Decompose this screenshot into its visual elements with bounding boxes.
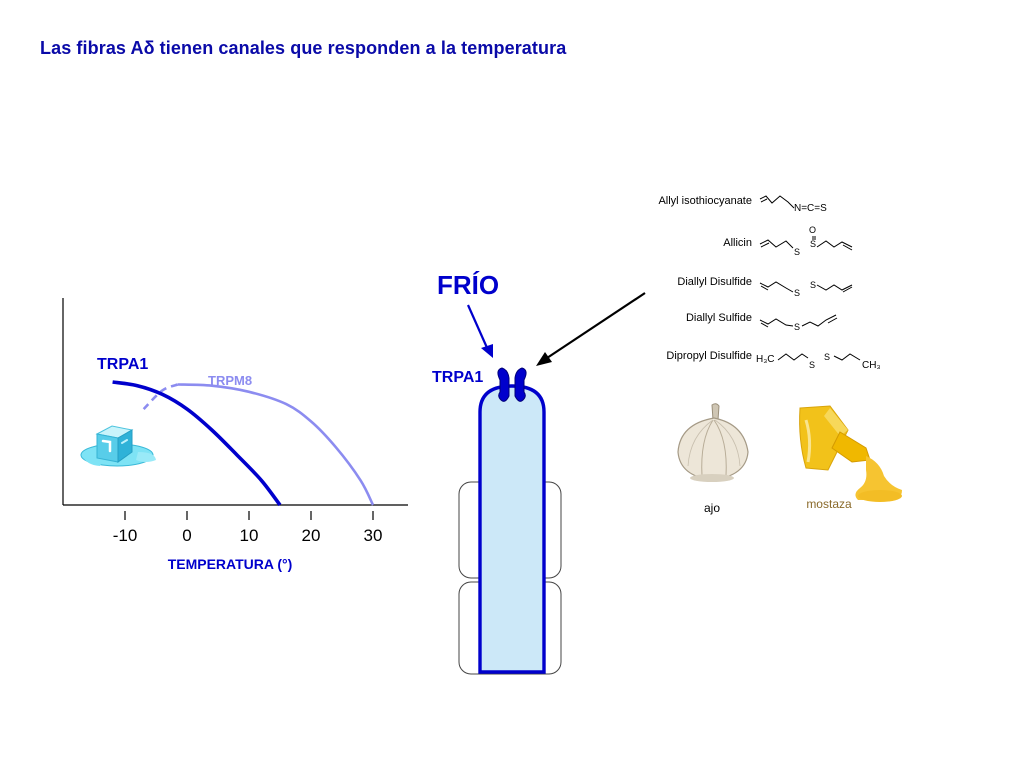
trpa1-series-label: TRPA1	[97, 356, 148, 373]
chemical-name: Diallyl Disulfide	[677, 276, 752, 288]
ice-cube-icon	[80, 425, 156, 467]
mustard-image	[799, 405, 902, 502]
structure-atom-o: O	[809, 225, 816, 235]
structure-diallyl-disulfide	[759, 281, 853, 293]
cold-arrow	[466, 304, 490, 351]
trpm8-curve	[177, 383, 375, 506]
chemical-arrow	[546, 292, 646, 359]
mustard-label: mostaza	[806, 497, 852, 511]
structure-diallyl-sulfide	[759, 314, 838, 328]
nerve-fiber: TRPA1 FRÍO	[432, 270, 646, 675]
structure-allyl-isothiocyanate	[759, 195, 795, 209]
cold-label: FRÍO	[437, 270, 499, 300]
structure-atom-s: S	[810, 239, 816, 249]
trpm8-series-label: TRPM8	[208, 373, 252, 388]
garlic-image	[677, 403, 749, 482]
structure-atom-s: S	[824, 352, 830, 362]
channel-label: TRPA1	[432, 369, 483, 386]
temperature-chart: -10 0 10 20 30 TEMPERATURA (°) TRPA1 TRPM8	[62, 298, 408, 572]
chemical-arrow-head	[536, 352, 552, 366]
structure-allicin	[759, 236, 853, 251]
x-tick-label: 10	[240, 526, 259, 545]
slide-title: Las fibras Aδ tienen canales que respond…	[40, 38, 567, 58]
trpa1-channel-icon	[497, 367, 527, 402]
x-tick-label: 0	[182, 526, 191, 545]
chemical-name: Allicin	[723, 237, 752, 249]
structure-methyl-left: H₃C	[756, 354, 775, 365]
trpm8-dashed-segment	[142, 383, 179, 411]
structure-atom-s: S	[794, 288, 800, 298]
structure-atom-s: S	[794, 247, 800, 257]
structure-atom-s: S	[794, 322, 800, 332]
structure-atom-s: S	[809, 360, 815, 370]
structure-text: N=C=S	[794, 203, 827, 214]
structure-atom-s: S	[810, 280, 816, 290]
chemical-list: Allyl isothiocyanate Allicin Diallyl Dis…	[658, 195, 880, 371]
x-tick-label: 20	[302, 526, 321, 545]
x-axis-label: TEMPERATURA (°)	[168, 556, 293, 572]
structure-dipropyl-disulfide	[777, 353, 861, 361]
axon	[478, 384, 546, 674]
x-tick-marks	[124, 511, 374, 520]
chemical-name: Diallyl Sulfide	[686, 312, 752, 324]
x-tick-label: 30	[364, 526, 383, 545]
x-tick-label: -10	[113, 526, 138, 545]
structure-methyl-right: CH₃	[862, 360, 881, 371]
trpa1-curve	[112, 380, 282, 507]
x-tick-labels: -10 0 10 20 30	[113, 526, 383, 545]
cold-arrow-head	[481, 344, 493, 358]
garlic-label: ajo	[704, 501, 720, 515]
chemical-name: Allyl isothiocyanate	[658, 195, 752, 207]
chemical-name: Dipropyl Disulfide	[666, 350, 752, 362]
